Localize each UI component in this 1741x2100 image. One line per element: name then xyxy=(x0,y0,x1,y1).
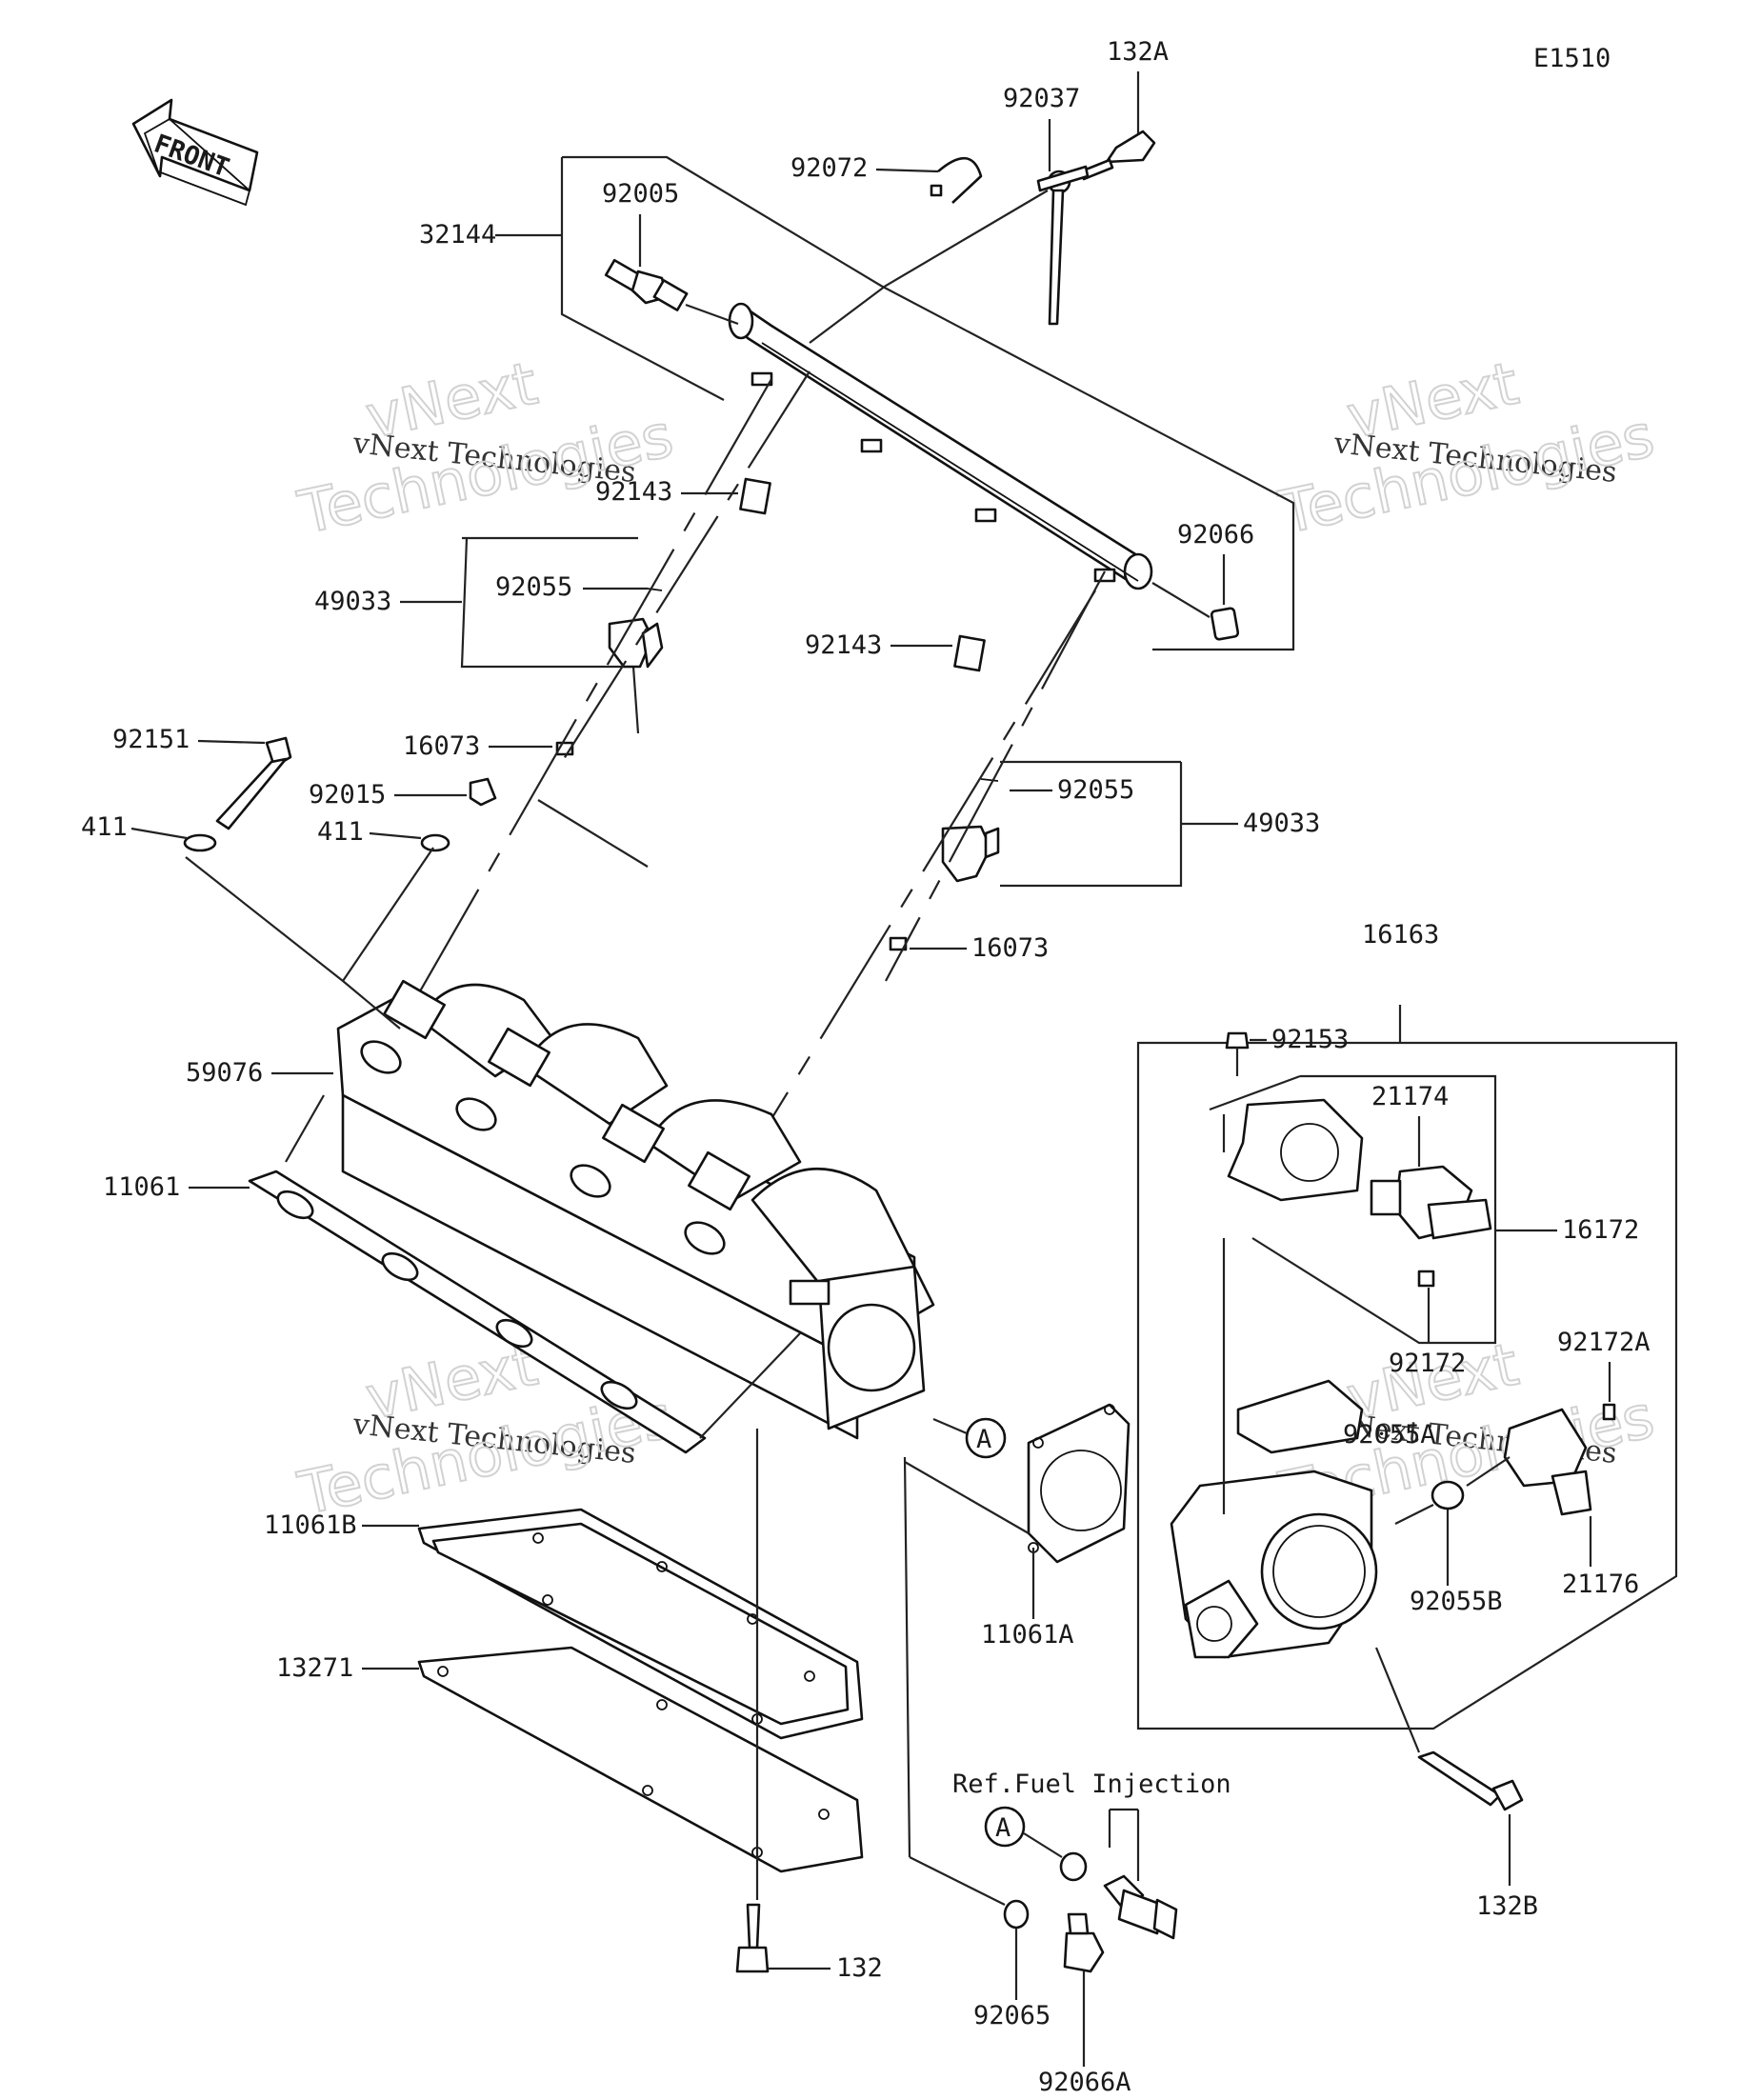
cap xyxy=(1210,607,1240,641)
part-label: 16073 xyxy=(403,731,480,761)
part-labels: 132A 92037 92072 92005 32144 92143 92066… xyxy=(81,37,1651,2097)
part-label: 16073 xyxy=(971,933,1049,963)
front-arrow-icon: FRONT xyxy=(131,98,259,207)
intake-manifold xyxy=(336,979,935,1440)
part-label: 11061A xyxy=(981,1620,1074,1650)
part-label: 132A xyxy=(1107,37,1169,67)
callout-a-label: A xyxy=(976,1425,991,1454)
injector-right xyxy=(889,634,1183,951)
part-label: 92055B xyxy=(1410,1587,1503,1616)
part-label: 59076 xyxy=(186,1058,263,1088)
part-label: 92072 xyxy=(790,153,868,183)
fuel-rail-assembly xyxy=(560,130,1295,651)
temp-sensor xyxy=(1059,1808,1178,1940)
bolt xyxy=(1036,130,1156,192)
part-label: 92143 xyxy=(805,630,882,660)
part-label: 92055 xyxy=(1057,775,1134,805)
diagram-code: E1510 xyxy=(1533,44,1611,73)
part-label: 411 xyxy=(317,817,364,847)
part-label: 92037 xyxy=(1003,84,1080,113)
callout-a: A xyxy=(932,1417,1007,1459)
part-label: 92055 xyxy=(495,572,572,602)
part-label: 21174 xyxy=(1371,1082,1449,1111)
part-label: 132B xyxy=(1476,1891,1538,1921)
part-label: 92172 xyxy=(1389,1349,1466,1378)
part-label: 92015 xyxy=(309,780,386,810)
pressure-valve xyxy=(604,258,689,311)
part-label: 92143 xyxy=(595,477,672,507)
part-label: 49033 xyxy=(1243,809,1320,838)
part-label: 92153 xyxy=(1271,1025,1349,1054)
part-label: 16172 xyxy=(1562,1215,1639,1245)
bolt-132B xyxy=(1374,1647,1524,1886)
part-label: 92066 xyxy=(1177,520,1254,550)
part-label: 32144 xyxy=(419,220,496,250)
leader-line xyxy=(909,1856,1006,1906)
cover-plate xyxy=(417,1646,864,1873)
bolt-132 xyxy=(735,1903,770,1973)
reference-note: Ref.Fuel Injection xyxy=(952,1770,1231,1799)
fuel-rail xyxy=(734,308,1150,583)
throttle-body-assembly xyxy=(1136,1005,1678,1730)
injector-left xyxy=(460,477,771,756)
plug-92066A xyxy=(1063,1912,1105,1973)
cover-gasket xyxy=(417,1508,864,1740)
part-label: 11061 xyxy=(103,1172,180,1202)
part-label: 21176 xyxy=(1562,1570,1639,1599)
part-label: 16163 xyxy=(1362,920,1439,950)
callout-a: A xyxy=(984,1806,1063,1858)
throttle-gasket xyxy=(904,1403,1131,1564)
bolt-92151 xyxy=(183,736,497,1030)
part-label: 49033 xyxy=(314,587,391,616)
washer-92065 xyxy=(1003,1899,1030,1930)
leader-line xyxy=(903,1456,911,1858)
part-label: 132 xyxy=(836,1953,883,1983)
part-label: 92055A xyxy=(1343,1420,1436,1450)
part-label: 411 xyxy=(81,812,128,842)
part-label: 13271 xyxy=(276,1653,353,1683)
manifold-gasket xyxy=(248,1094,801,1454)
part-label: 92151 xyxy=(112,725,190,754)
callout-a-label: A xyxy=(995,1813,1011,1843)
part-label: 92065 xyxy=(973,2001,1051,2030)
part-label: 92005 xyxy=(602,179,679,209)
part-label: 92066A xyxy=(1038,2068,1131,2097)
part-label: 11061B xyxy=(264,1510,357,1540)
part-label: 92172A xyxy=(1557,1328,1651,1357)
